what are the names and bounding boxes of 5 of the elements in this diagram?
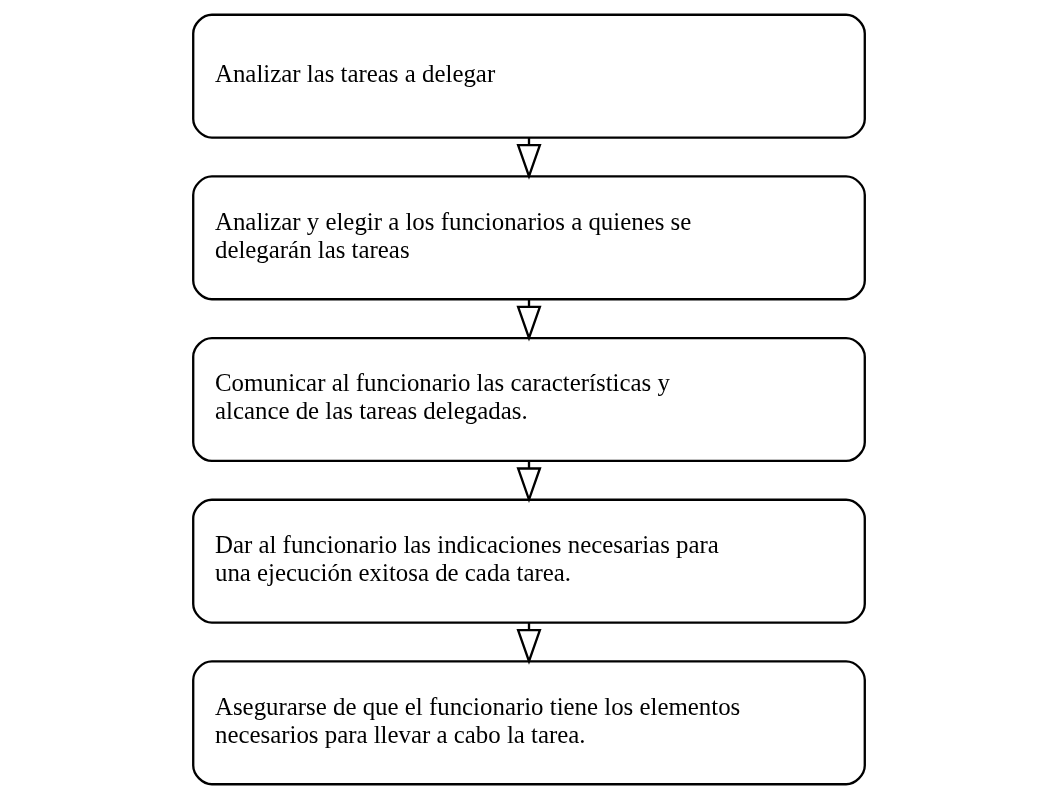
node-box: Comunicar al funcionario las características y alcance de las tareas delegadas.: [192, 336, 866, 463]
node-box: Asegurarse de que el funcionario tiene los elementos necesarios para llevar a cabo la tarea.: [192, 660, 866, 786]
node-box: Analizar y elegir a los funcionarios a quienes se delegarán las tareas: [192, 175, 866, 301]
node-box: Analizar las tareas a delegar: [192, 13, 866, 139]
node-box: Dar al funcionario las indicaciones necesarias para una ejecución exitosa de cada tarea.: [192, 498, 866, 624]
